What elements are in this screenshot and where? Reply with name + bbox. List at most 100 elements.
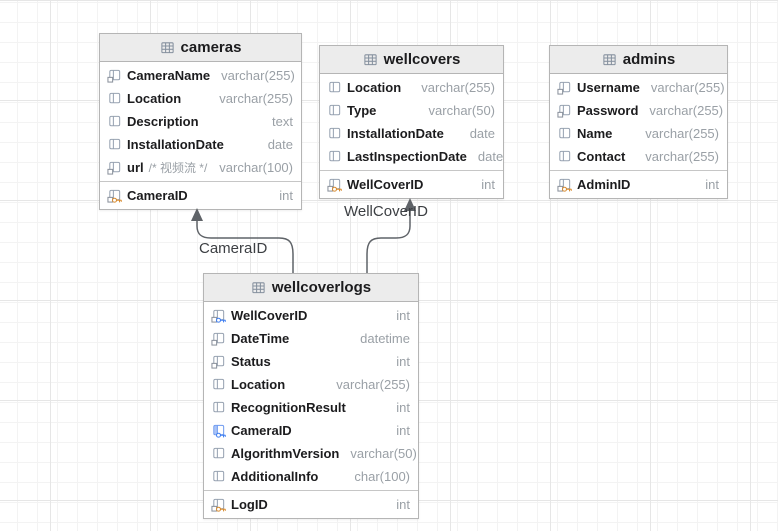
table-title: admins [622, 51, 676, 68]
column-type: int [705, 177, 719, 192]
column-row-name[interactable]: Name varchar(255) [550, 122, 727, 145]
column-row-location[interactable]: Location varchar(255) [100, 87, 301, 110]
column-name: CameraName [127, 68, 211, 83]
column-type: date [477, 149, 504, 164]
column-type: varchar(255) [645, 126, 719, 141]
column-row-status[interactable]: Status int [204, 350, 418, 373]
column-name: WellCoverID [231, 308, 308, 323]
column-row-lastinspectiondate[interactable]: LastInspectionDate date [320, 145, 503, 168]
column-type: varchar(100) [219, 160, 293, 175]
column-type: varchar(255) [336, 377, 410, 392]
column-type: varchar(255) [221, 68, 295, 83]
column-icon [211, 446, 226, 461]
column-name: RecognitionResult [231, 400, 346, 415]
column-name: Password [577, 103, 639, 118]
table-columns: CameraName varchar(255) Location varchar(25… [100, 62, 301, 181]
column-type: int [279, 188, 293, 203]
column-row-recognitionresult[interactable]: RecognitionResult int [204, 396, 418, 419]
column-name: Location [127, 91, 182, 106]
column-icon [107, 114, 122, 129]
column-row-additionalinfo[interactable]: AdditionalInfo char(100) [204, 465, 418, 488]
column-indexed-icon [107, 68, 122, 83]
column-row-installationdate[interactable]: InstallationDate date [100, 133, 301, 156]
column-row-url[interactable]: url /* 视频流 */ varchar(100) [100, 156, 301, 179]
column-type: varchar(50) [350, 446, 417, 461]
column-type: int [396, 423, 410, 438]
column-name: InstallationDate [347, 126, 444, 141]
column-name: Contact [577, 149, 626, 164]
column-row-adminid[interactable]: AdminID int [550, 173, 727, 196]
column-icon [211, 377, 226, 392]
column-row-location[interactable]: Location varchar(255) [320, 76, 503, 99]
column-icon [327, 149, 342, 164]
table-header-cameras[interactable]: cameras [100, 34, 301, 62]
column-name: Status [231, 354, 271, 369]
table-header-admins[interactable]: admins [550, 46, 727, 74]
column-row-password[interactable]: Password varchar(255) [550, 99, 727, 122]
column-row-algorithmversion[interactable]: AlgorithmVersion varchar(50) [204, 442, 418, 465]
column-name: LastInspectionDate [347, 149, 467, 164]
column-icon [327, 80, 342, 95]
column-type: datetime [360, 331, 410, 346]
column-name: url [127, 160, 144, 175]
column-name: InstallationDate [127, 137, 224, 152]
table-icon [251, 280, 266, 295]
column-type: int [396, 354, 410, 369]
relation-label-wellcoverid: WellCoverID [344, 203, 428, 220]
column-row-cameraname[interactable]: CameraName varchar(255) [100, 64, 301, 87]
column-row-datetime[interactable]: DateTime datetime [204, 327, 418, 350]
column-comment: /* 视频流 */ [148, 161, 208, 175]
column-type: int [396, 400, 410, 415]
column-type: char(100) [354, 469, 410, 484]
column-name: AlgorithmVersion [231, 446, 340, 461]
column-name: Username [577, 80, 640, 95]
column-name: DateTime [231, 331, 290, 346]
column-name: CameraID [231, 423, 292, 438]
column-icon [327, 126, 342, 141]
column-type: varchar(255) [421, 80, 495, 95]
primary-key-icon [557, 177, 572, 192]
column-indexed-icon [211, 354, 226, 369]
table-title: wellcoverlogs [271, 279, 372, 296]
column-icon [557, 126, 572, 141]
column-name: Location [347, 80, 402, 95]
foreign-key-icon [211, 423, 226, 438]
column-type: varchar(255) [649, 103, 724, 118]
column-name: Name [577, 126, 613, 141]
column-name: AdditionalInfo [231, 469, 319, 484]
column-indexed-icon [107, 160, 122, 175]
column-type: varchar(50) [428, 103, 495, 118]
column-row-location[interactable]: Location varchar(255) [204, 373, 418, 396]
foreign-key-indexed-icon [211, 308, 226, 323]
column-indexed-icon [557, 80, 572, 95]
column-type: varchar(255) [219, 91, 293, 106]
column-name: Description [127, 114, 199, 129]
primary-key-icon [327, 177, 342, 192]
table-header-wellcoverlogs[interactable]: wellcoverlogs [204, 274, 418, 302]
column-type: date [267, 137, 293, 152]
column-name: AdminID [577, 177, 631, 192]
column-icon [107, 91, 122, 106]
column-indexed-icon [557, 103, 572, 118]
column-row-cameraid[interactable]: CameraID int [204, 419, 418, 442]
column-name: Location [231, 377, 286, 392]
table-header-wellcovers[interactable]: wellcovers [320, 46, 503, 74]
